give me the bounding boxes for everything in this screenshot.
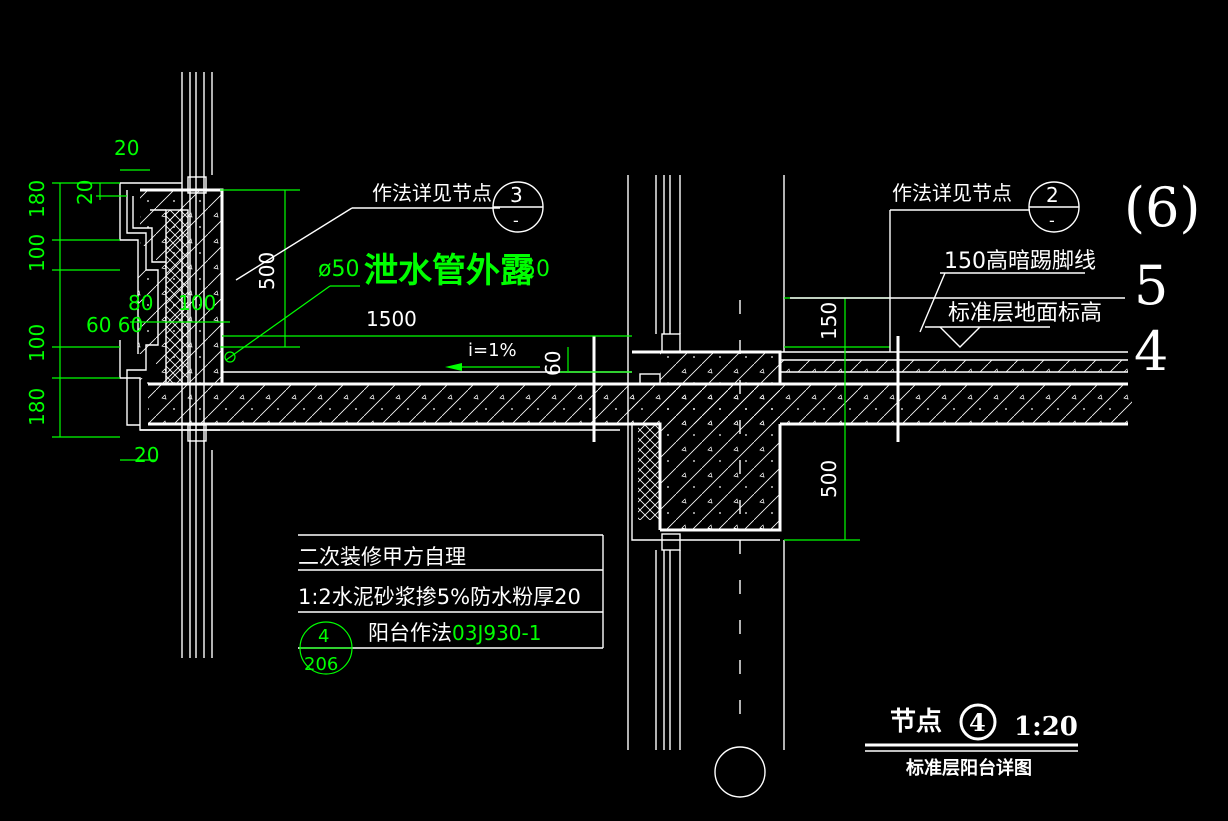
dim-100-bot: 100: [25, 324, 49, 362]
ref-callout-bottom: 206: [304, 654, 338, 675]
see-node-right: 作法详见节点: [892, 181, 1012, 205]
white-notes: 500 1500 60 150 500 i=1% 作法详见节点 作法详见节点 3…: [255, 181, 1102, 645]
dim-180-top: 180: [25, 180, 49, 218]
callout-leaders: [235, 181, 1125, 352]
axis-bubble: [714, 746, 766, 798]
floor-mark-6: (6): [1124, 176, 1201, 239]
dim-20-bot: 20: [134, 443, 159, 467]
legend-line-1: 二次装修甲方自理: [298, 545, 466, 569]
callout-left-bottom: -: [513, 211, 519, 230]
dim-60-step: 60: [541, 351, 565, 376]
drain-pipe-note: 泄水管外露: [364, 251, 535, 291]
callout-left-top: 3: [510, 183, 523, 207]
skirting-note: 150高暗踢脚线: [944, 249, 1096, 274]
dim-1500: 1500: [366, 307, 417, 331]
legend-line-2: 1:2水泥砂浆掺5%防水粉厚20: [298, 585, 581, 609]
dim-500-right: 500: [817, 460, 841, 498]
dim-500-left: 500: [255, 252, 279, 290]
slope-label: i=1%: [468, 340, 517, 361]
floor-mark-4: 4: [1134, 320, 1168, 383]
dim-phi50-a: ø50: [318, 257, 359, 282]
dim-20-side: 20: [73, 180, 97, 205]
ref-callout-top: 4: [318, 626, 329, 647]
callout-right-top: 2: [1046, 183, 1059, 207]
dim-100-mid: 100: [178, 291, 216, 315]
title-block: [865, 703, 1078, 752]
beam-section: [592, 175, 1128, 798]
dimension-labels: 20 20 180 100 80 100 60 60 100 180 20 ø5…: [25, 136, 550, 675]
legend-frame: [298, 534, 604, 675]
drawing-scale: 1:20: [1014, 712, 1078, 742]
drawing-subtitle: 标准层阳台详图: [905, 757, 1032, 779]
dim-phi50-b: 50: [522, 257, 550, 282]
dim-60-60: 60 60: [86, 313, 143, 337]
node-label: 节点: [890, 706, 942, 737]
title-texts: 节点 4 1:20 标准层阳台详图: [890, 706, 1078, 779]
callout-right-bottom: -: [1049, 211, 1055, 230]
node-number: 4: [969, 708, 986, 737]
dim-180-bot: 180: [25, 388, 49, 426]
dim-80: 80: [128, 291, 153, 315]
dim-150: 150: [817, 302, 841, 340]
floor-marks: (6) 5 4: [1124, 176, 1201, 383]
floor-mark-5: 5: [1134, 254, 1168, 317]
dim-20-top: 20: [114, 136, 139, 160]
floor-level-note: 标准层地面标高: [948, 301, 1102, 326]
legend-line-3-label: 阳台作法: [368, 621, 452, 645]
legend-code: 03J930-1: [452, 621, 541, 645]
see-node-left: 作法详见节点: [372, 181, 492, 205]
dim-100-top: 100: [25, 234, 49, 272]
